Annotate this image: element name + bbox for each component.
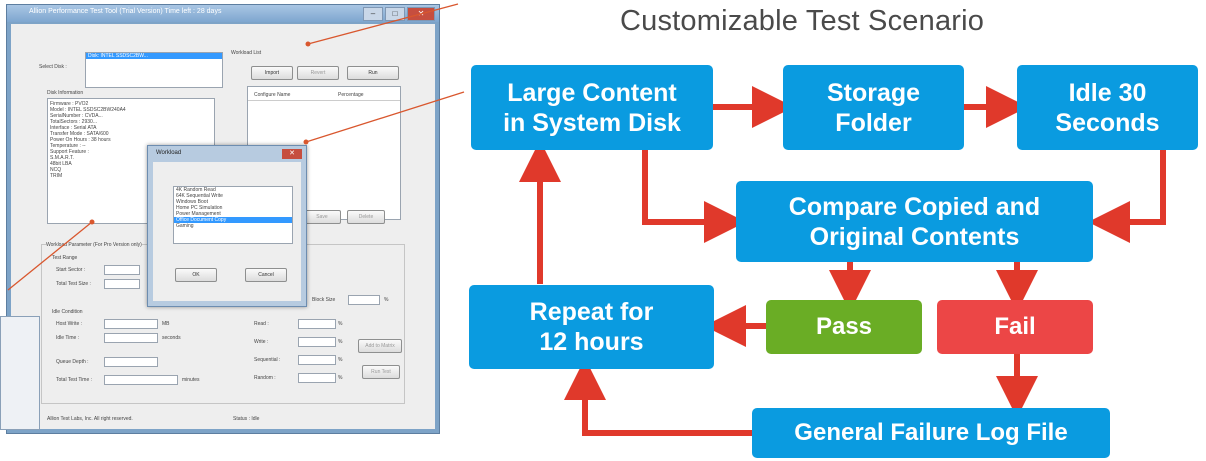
dialog-workload-item[interactable]: Home PC Simulation <box>176 205 223 211</box>
host-write-label: Host Write : <box>56 321 83 327</box>
dialog-workload-item[interactable]: 64K Sequential Write <box>176 193 223 199</box>
percent-sequential: % <box>338 357 343 363</box>
dialog-close-icon[interactable]: ✕ <box>282 149 302 159</box>
disk-info-line: TRIM <box>50 173 63 179</box>
start-sector-input[interactable] <box>104 265 140 275</box>
select-disk-label: Select Disk : <box>39 64 67 70</box>
idle-time-label: Idle Time : <box>56 335 80 341</box>
disk-info-line: Firmware : PVO2 <box>50 101 89 107</box>
total-test-time-input[interactable] <box>104 375 178 385</box>
partial-background-window <box>0 316 40 430</box>
read-input[interactable] <box>298 319 336 329</box>
block-size-label: Block Size <box>312 297 336 303</box>
dialog-workload-item[interactable]: Windows Boot <box>176 199 208 205</box>
diagram-title: Customizable Test Scenario <box>620 5 985 37</box>
arrow-large-to-compare <box>642 150 746 243</box>
block-size-input[interactable] <box>348 295 380 305</box>
unit-seconds: seconds <box>162 335 181 341</box>
node-pass: Pass <box>766 300 922 354</box>
dialog-workload-item[interactable]: Power Management <box>176 211 221 217</box>
disk-info-line: NCQ <box>50 167 62 173</box>
node-compare-contents: Compare Copied and Original Contents <box>736 181 1093 262</box>
disk-info-line: Interface : Serial ATA <box>50 125 97 131</box>
node-failure-log: General Failure Log File <box>752 408 1110 458</box>
node-idle-30-seconds: Idle 30 Seconds <box>1017 65 1198 150</box>
disk-info-line: Model : INTEL SSDSC2BW240A4 <box>50 107 126 113</box>
random-input[interactable] <box>298 373 336 383</box>
disk-info-line: 48bit LBA <box>50 161 72 167</box>
disk-info-line: S.M.A.R.T. <box>50 155 74 161</box>
dialog-workload-item[interactable]: Office Document Copy <box>174 217 292 223</box>
disk-info-line: Temperature : -- <box>50 143 86 149</box>
disk-list[interactable]: Disk: INTEL SSDSC2BW... <box>85 52 223 88</box>
queue-depth-input[interactable] <box>104 357 158 367</box>
queue-depth-label: Queue Depth : <box>56 359 89 365</box>
percent-write: % <box>338 339 343 345</box>
footer-status: Status : Idle <box>233 416 260 422</box>
idle-time-input[interactable] <box>104 333 158 343</box>
window-title: Allion Performance Test Tool (Trial Vers… <box>29 8 222 15</box>
total-test-size-label: Total Test Size : <box>56 281 91 287</box>
app-screenshot: Allion Performance Test Tool (Trial Vers… <box>6 4 440 434</box>
arrow-idle-to-compare <box>1088 150 1166 243</box>
column-configure-name: Configure Name <box>254 92 291 98</box>
disk-info-line: Transfer Mode : SATA/600 <box>50 131 109 137</box>
node-repeat-12-hours: Repeat for 12 hours <box>469 285 714 369</box>
dialog-workload-item[interactable]: 4K Random Read <box>176 187 216 193</box>
add-to-matrix-button[interactable]: Add to Matrix <box>358 339 402 353</box>
import-button[interactable]: Import <box>251 66 293 80</box>
pointer-lines <box>7 3 465 291</box>
host-write-input[interactable] <box>104 319 158 329</box>
percent-random: % <box>338 375 343 381</box>
dialog-title: Workload <box>156 150 182 156</box>
start-sector-label: Start Sector : <box>56 267 86 273</box>
read-label: Read : <box>254 321 269 327</box>
unit-mb: MB <box>162 321 170 327</box>
window-titlebar: Allion Performance Test Tool (Trial Vers… <box>7 5 439 22</box>
sequential-input[interactable] <box>298 355 336 365</box>
revert-button[interactable]: Revert <box>297 66 339 80</box>
test-range-label: Test Range <box>52 255 78 261</box>
random-label: Random : <box>254 375 276 381</box>
disk-info-label: Disk Information <box>47 90 84 96</box>
idle-condition-label: Idle Condition <box>52 309 83 315</box>
minimize-button[interactable]: – <box>363 7 383 21</box>
total-test-time-label: Total Test Time : <box>56 377 93 383</box>
disk-info-line: Support Feature : <box>50 149 89 155</box>
delete-button[interactable]: Delete <box>347 210 385 224</box>
sequential-label: Sequential : <box>254 357 281 363</box>
dialog-ok-button[interactable]: OK <box>175 268 217 282</box>
unit-minutes: minutes <box>182 377 200 383</box>
percent-block: % <box>384 297 389 303</box>
run-button[interactable]: Run <box>347 66 399 80</box>
write-input[interactable] <box>298 337 336 347</box>
workload-parameter-label: Workload Parameter (For Pro Version only… <box>46 242 142 248</box>
arrow-log-to-repeat <box>564 358 752 436</box>
column-percentage: Percentage <box>338 92 364 98</box>
node-large-content: Large Content in System Disk <box>471 65 713 150</box>
footer-copyright: Allion Test Labs, Inc. All right reserve… <box>47 416 133 422</box>
workload-list-label: Workload List <box>231 50 262 56</box>
run-test-button[interactable]: Run Test <box>362 365 400 379</box>
disk-info-line: SerialNumber : CVDA... <box>50 113 103 119</box>
total-test-size-input[interactable] <box>104 279 140 289</box>
disk-list-item[interactable]: Disk: INTEL SSDSC2BW... <box>86 53 222 59</box>
flow-arrows <box>519 86 1166 436</box>
write-label: Write : <box>254 339 269 345</box>
node-fail: Fail <box>937 300 1093 354</box>
percent-read: % <box>338 321 343 327</box>
disk-info-line: TotalSectors : 2930... <box>50 119 97 125</box>
disk-info-line: Power On Hours : 38 hours <box>50 137 111 143</box>
dialog-workload-item[interactable]: Gaming <box>176 223 194 229</box>
node-storage-folder: Storage Folder <box>783 65 964 150</box>
dialog-cancel-button[interactable]: Cancel <box>245 268 287 282</box>
